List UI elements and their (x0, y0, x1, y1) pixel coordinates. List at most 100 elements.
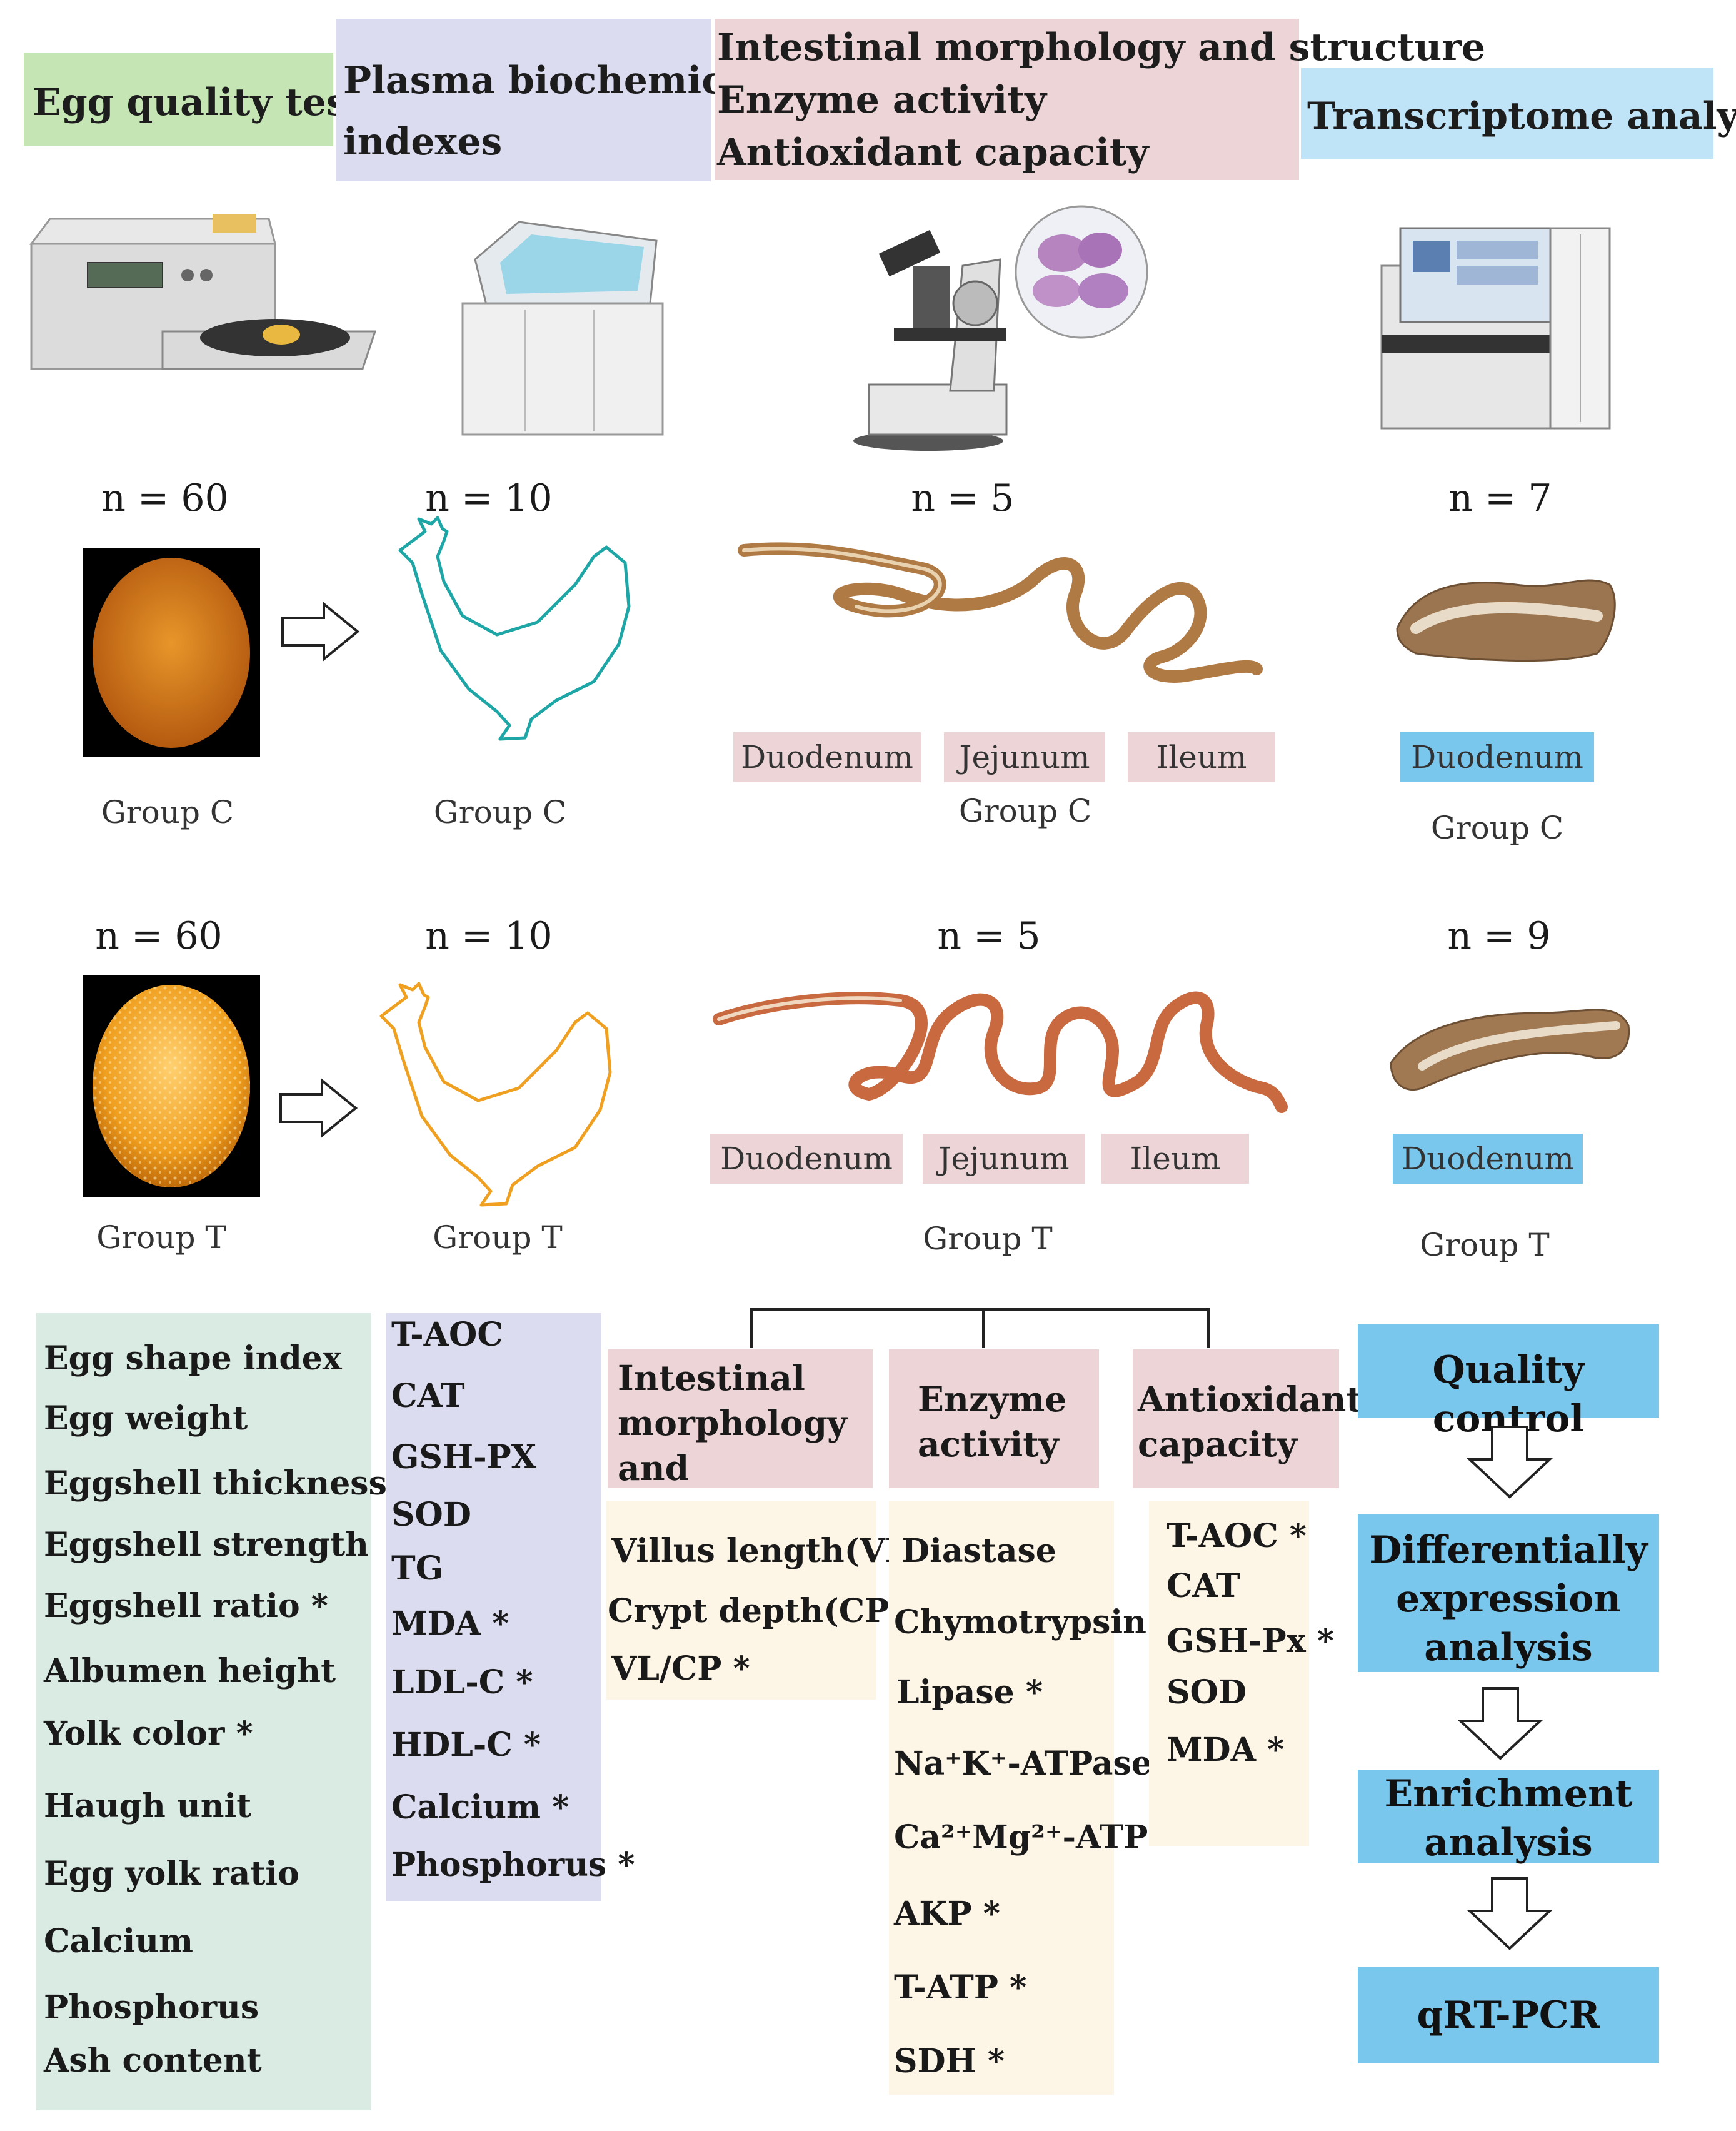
egg-index-item: Phosphorus (44, 1988, 259, 2027)
plasma-index-item: TG (391, 1549, 444, 1588)
header-intestinal: Intestinal morphology and structure Enzy… (715, 19, 1486, 180)
antioxidant-title-line1: Antioxidant (1138, 1379, 1362, 1419)
enzyme-item: Chymotrypsin (894, 1603, 1146, 1641)
header-intestinal-line3: Antioxidant capacity (717, 131, 1149, 174)
egg-analyzer-illustration (29, 214, 377, 370)
group-t-arrow-icon (279, 1077, 358, 1139)
header-plasma-line2: indexes (343, 120, 503, 164)
enzyme-item: AKP * (894, 1895, 1000, 1933)
morphology-item: Crypt depth(CP) (608, 1592, 905, 1630)
group-t-egg-candling-image (83, 975, 260, 1197)
group-t-plasma-label: Group T (433, 1219, 563, 1256)
group-c-transcriptome-label: Group C (1430, 810, 1564, 846)
plasma-index-item: LDL-C * (391, 1663, 533, 1701)
header-plasma-line1: Plasma biochemical (343, 59, 763, 103)
group-t-egg-label: Group T (96, 1219, 226, 1256)
group-c-chicken-outline-icon (398, 516, 631, 741)
group-t-segment-ileum: Ileum (1101, 1134, 1249, 1184)
header-egg-quality: Egg quality test (24, 53, 365, 146)
flow-arrow-2-icon (1457, 1687, 1544, 1760)
plasma-index-item: CAT (391, 1377, 465, 1415)
group-t-intestine-label: Group T (923, 1221, 1053, 1257)
group-c-n-intestine: n = 5 (911, 476, 1015, 520)
plasma-index-item: Phosphorus * (391, 1846, 635, 1884)
enzyme-title-line1: Enzyme (918, 1379, 1067, 1419)
antioxidant-capacity-box: Antioxidant capacity (1133, 1349, 1362, 1488)
intestinal-bracket-connector (750, 1308, 1210, 1348)
biochemical-analyzer-illustration (461, 221, 664, 436)
group-t-n-transcriptome: n = 9 (1447, 914, 1551, 958)
egg-index-item: Calcium (44, 1922, 194, 1960)
group-c-arrow-icon (281, 601, 360, 662)
antioxidant-title-line2: capacity (1138, 1424, 1297, 1464)
antioxidant-item: CAT (1167, 1567, 1240, 1605)
egg-index-item: Eggshell strength (44, 1526, 369, 1564)
group-c-duodenum-image (1396, 579, 1616, 662)
qrt-pcr-box: qRT-PCR (1358, 1967, 1659, 2063)
plasma-index-item: Calcium * (391, 1788, 569, 1826)
enzyme-activity-box: Enzyme activity (889, 1349, 1099, 1488)
egg-index-item: Ash content (44, 2042, 262, 2080)
group-t-n-egg: n = 60 (95, 914, 223, 958)
group-c-n-transcriptome: n = 7 (1448, 476, 1552, 520)
group-c-n-egg: n = 60 (101, 476, 229, 520)
plasma-index-item: GSH-PX (391, 1438, 537, 1476)
differential-expression-box: Differentially expression analysis (1358, 1514, 1659, 1672)
flow-arrow-1-icon (1466, 1426, 1553, 1499)
group-t-n-intestine: n = 5 (937, 914, 1041, 958)
enrichment-analysis-label: Enrichment analysis (1384, 1772, 1633, 1865)
morphology-item: Villus length(VL) (611, 1532, 923, 1570)
microscope-illustration (853, 205, 1148, 451)
morphology-structure-box: Intestinal morphology and structure (608, 1349, 873, 1533)
header-intestinal-line1: Intestinal morphology and structure (717, 26, 1486, 69)
enzyme-item: SDH * (894, 2042, 1005, 2080)
enzyme-item: T-ATP * (894, 1968, 1027, 2007)
egg-index-item: Haugh unit (44, 1787, 252, 1825)
group-c-egg-label: Group C (101, 794, 234, 830)
group-c-intestine-label: Group C (958, 793, 1092, 829)
enzyme-items-panel: Diastase Chymotrypsin Lipase * Na⁺K⁺-ATP… (889, 1501, 1180, 2095)
differential-expression-label: Differentially expression analysis (1369, 1528, 1648, 1670)
enzyme-item: Diastase (901, 1532, 1056, 1570)
antioxidant-item: T-AOC * (1167, 1517, 1307, 1555)
enrichment-analysis-box: Enrichment analysis (1358, 1770, 1659, 1865)
group-c-intestine-image (738, 542, 1263, 683)
plasma-index-item: SOD (391, 1496, 471, 1534)
plasma-index-item: T-AOC (391, 1316, 503, 1354)
group-t-duodenum-image (1390, 1009, 1630, 1091)
group-c-segment-ileum: Ileum (1128, 732, 1275, 782)
egg-index-item: Egg weight (44, 1399, 248, 1438)
enzyme-item: Na⁺K⁺-ATPase * (894, 1745, 1181, 1783)
egg-index-item: Eggshell thickness * (44, 1464, 416, 1503)
morphology-items-panel: Villus length(VL) Crypt depth(CP) VL/CP … (606, 1501, 923, 1700)
egg-index-item: Albumen height (44, 1652, 336, 1690)
header-transcriptome-text: Transcriptome analysis (1307, 94, 1736, 138)
morphology-item: VL/CP * (611, 1650, 750, 1688)
plasma-index-item: MDA * (391, 1605, 509, 1643)
group-c-n-plasma: n = 10 (425, 476, 553, 520)
header-plasma: Plasma biochemical indexes (336, 19, 763, 181)
plasma-index-item: HDL-C * (391, 1726, 541, 1764)
group-t-segment-duodenum: Duodenum (710, 1134, 903, 1184)
enzyme-title-line2: activity (918, 1424, 1059, 1464)
header-egg-quality-text: Egg quality test (33, 81, 365, 124)
group-c-transcriptome-duodenum: Duodenum (1400, 732, 1594, 782)
enzyme-item: Ca²⁺Mg²⁺-ATP (894, 1818, 1148, 1856)
group-c-egg-candling-image (83, 548, 260, 757)
antioxidant-items-panel: T-AOC * CAT GSH-Px * SOD MDA * (1149, 1501, 1334, 1846)
group-t-chicken-outline-icon (379, 982, 612, 1207)
group-t-intestine-image (713, 991, 1288, 1113)
qrt-pcr-label: qRT-PCR (1417, 1993, 1600, 2037)
morphology-title-line2: morphology (618, 1403, 847, 1443)
header-transcriptome: Transcriptome analysis (1301, 68, 1736, 159)
plasma-index-panel: T-AOC CAT GSH-PX SOD TG MDA * LDL-C * HD… (386, 1313, 635, 1901)
group-t-segment-jejunum: Jejunum (923, 1134, 1085, 1184)
group-t-n-plasma: n = 10 (425, 914, 553, 958)
egg-index-item: Egg shape index (44, 1339, 342, 1378)
group-t-transcriptome-duodenum: Duodenum (1393, 1134, 1583, 1184)
group-c-plasma-label: Group C (433, 794, 567, 830)
morphology-title-line1: Intestinal (618, 1358, 805, 1398)
egg-index-item: Egg yolk ratio (44, 1855, 299, 1893)
group-c-segment-duodenum: Duodenum (733, 732, 921, 782)
enzyme-item: Lipase * (896, 1673, 1043, 1711)
